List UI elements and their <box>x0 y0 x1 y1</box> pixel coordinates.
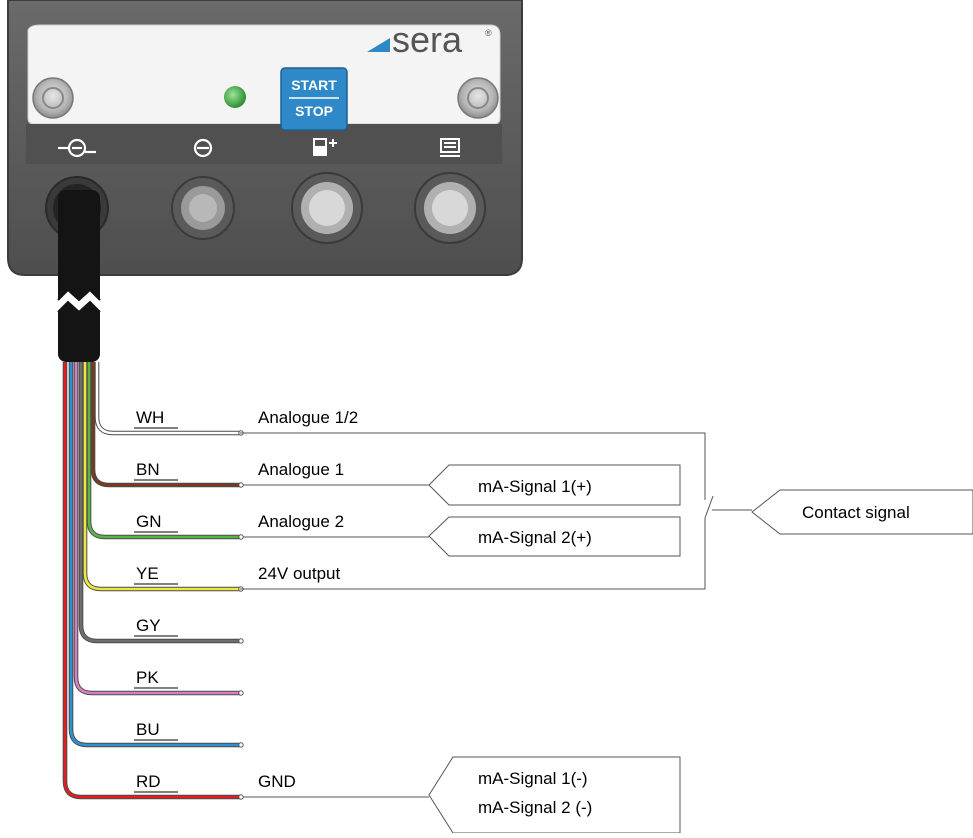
wire-code-label: GY <box>136 616 161 635</box>
start-stop-button[interactable]: START STOP <box>280 67 348 131</box>
wire-gn: GN Analogue 2 <box>86 362 344 540</box>
signal-ma2-minus: mA-Signal 2 (-) <box>478 798 592 817</box>
wire-function-label: GND <box>258 772 296 791</box>
connector-port-4 <box>414 172 486 244</box>
sera-logo: sera ® <box>367 19 492 60</box>
level-icon <box>193 138 213 158</box>
signal-cable <box>57 190 101 362</box>
sera-logo-mark <box>367 38 390 52</box>
wire-code-label: RD <box>136 772 161 791</box>
connector-port-2 <box>171 176 235 240</box>
wire-bn: BN Analogue 1 <box>90 362 344 488</box>
wire-function-label: Analogue 2 <box>258 512 344 531</box>
signal-box-ma1-plus <box>428 464 681 506</box>
brand-name: sera <box>392 19 463 60</box>
connector-port-3 <box>291 172 363 244</box>
wire-function-label: Analogue 1 <box>258 460 344 479</box>
pump-input-icon <box>58 138 96 158</box>
wire-gy: GY <box>78 362 244 644</box>
wire-code-label: BN <box>136 460 160 479</box>
wire-code-label: WH <box>136 408 164 427</box>
mount-screw-left <box>32 77 74 119</box>
tank-icon <box>313 138 337 156</box>
stop-label: STOP <box>295 103 333 119</box>
registered-mark: ® <box>485 28 492 38</box>
signal-ma1-minus: mA-Signal 1(-) <box>478 769 588 788</box>
wire-ye: YE 24V output <box>82 362 341 592</box>
wire-bu: BU <box>68 362 244 748</box>
wire-pk: PK <box>73 362 244 696</box>
wire-code-label: YE <box>136 564 159 583</box>
mount-screw-right <box>457 77 499 119</box>
wire-rd: RD GND <box>62 362 296 800</box>
start-label: START <box>291 77 337 93</box>
signal-ma1-plus: mA-Signal 1(+) <box>478 477 592 496</box>
wire-code-label: GN <box>136 512 162 531</box>
signal-box-ma-minus <box>428 756 681 834</box>
status-led <box>224 86 246 108</box>
wire-code-label: PK <box>136 668 159 687</box>
monitor-icon <box>440 138 460 157</box>
wire-function-label: 24V output <box>258 564 341 583</box>
wire-function-label: Analogue 1/2 <box>258 408 358 427</box>
wire-code-label: BU <box>136 720 160 739</box>
signal-box-ma2-plus <box>428 516 681 557</box>
signal-box-contact <box>751 489 973 535</box>
wire-wh: WH Analogue 1/2 <box>94 362 358 436</box>
contact-switch <box>240 432 752 590</box>
controller-housing <box>7 0 523 276</box>
signal-ma2-plus: mA-Signal 2(+) <box>478 528 592 547</box>
signal-contact: Contact signal <box>802 503 910 522</box>
